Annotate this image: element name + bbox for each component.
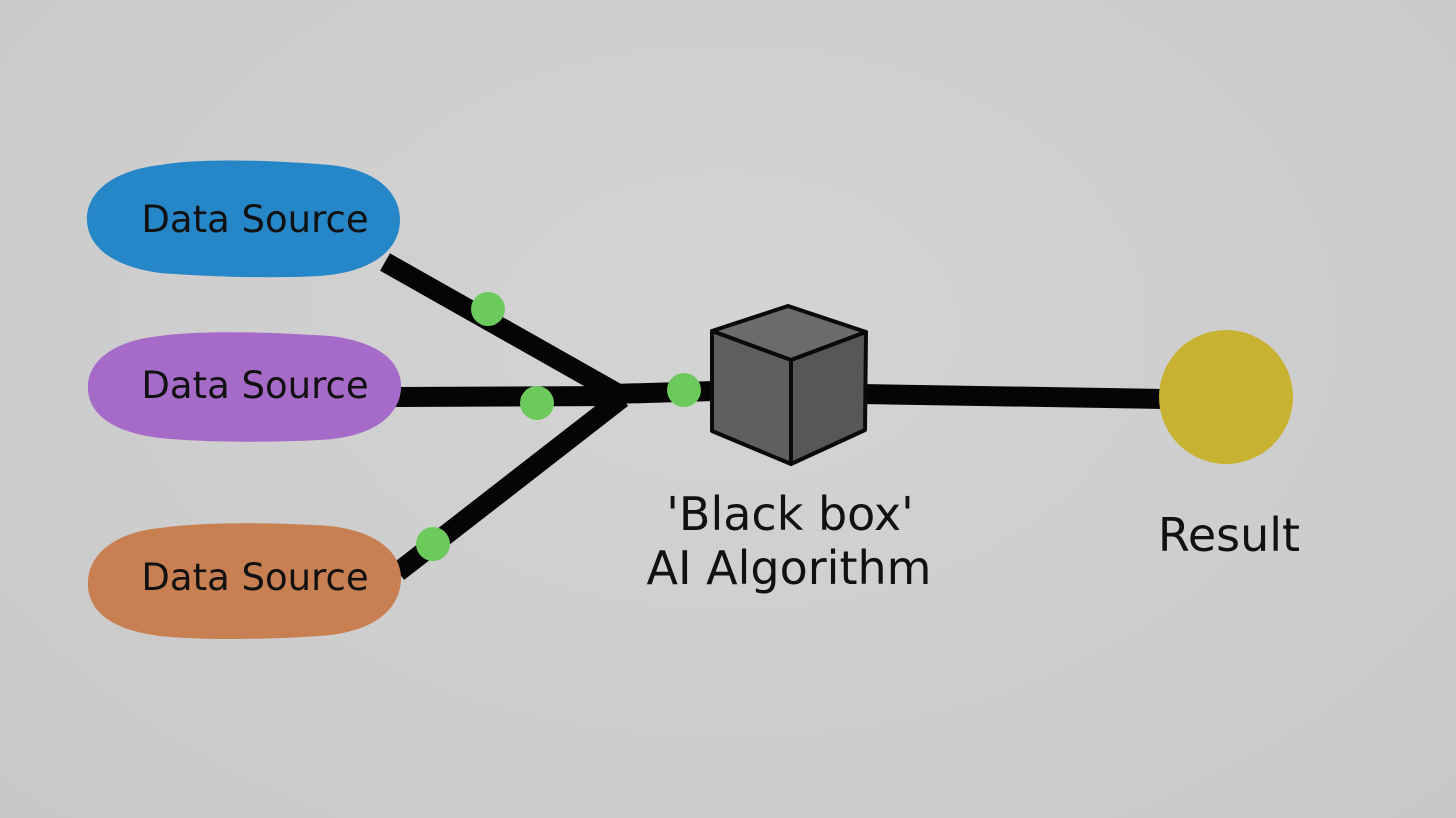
connector-box-to-result (859, 384, 1166, 409)
data-packet-4 (667, 373, 701, 407)
black-box-caption-line-2: AI Algorithm (647, 541, 932, 595)
data-source-3-label: Data Source (141, 556, 368, 599)
data-source-2: Data Source (87, 332, 402, 442)
result-node: Result (1158, 330, 1300, 562)
data-source-1: Data Source (86, 160, 400, 278)
data-packet-2 (520, 386, 554, 420)
data-source-2-label: Data Source (141, 364, 368, 407)
data-packet-1 (471, 292, 505, 326)
data-packet-3 (416, 527, 450, 561)
data-source-3-shape (87, 523, 402, 639)
black-box-cube-icon (710, 304, 868, 466)
connector-source-2 (394, 386, 623, 407)
connector-source-1 (380, 253, 627, 405)
result-label: Result (1158, 508, 1300, 562)
data-source-2-shape (87, 332, 402, 442)
black-box-caption-line-1: 'Black box' (666, 487, 914, 541)
cube-side-face (789, 330, 868, 466)
data-source-1-shape (86, 160, 400, 278)
data-source-3: Data Source (87, 523, 402, 639)
data-source-1-label: Data Source (141, 198, 368, 241)
result-circle (1159, 330, 1293, 464)
data-packets (416, 292, 701, 561)
